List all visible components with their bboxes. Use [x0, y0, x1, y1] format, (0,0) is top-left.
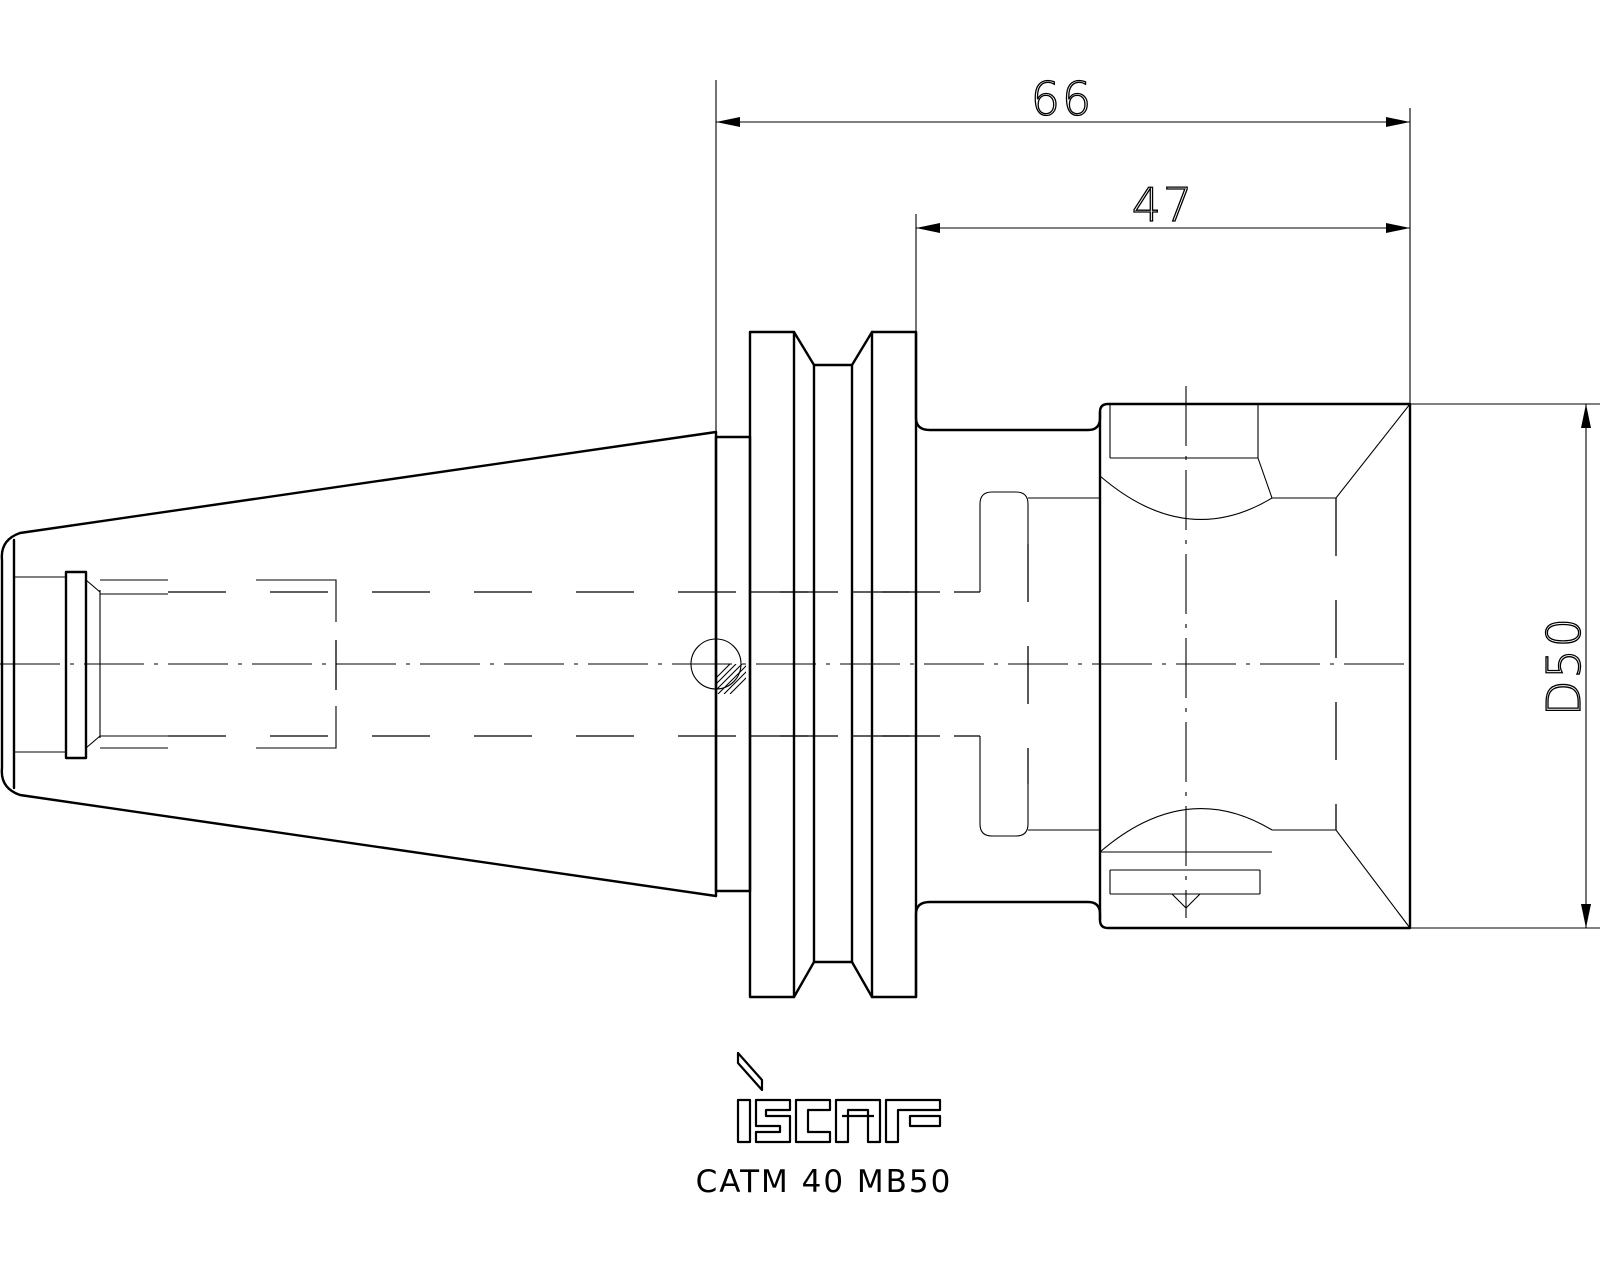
dimension-66-label: 66	[1031, 72, 1094, 126]
dimension-47-label: 47	[1132, 178, 1195, 232]
dimension-66: 66	[715, 71, 1411, 432]
iscar-logo	[736, 1051, 942, 1144]
dimension-d50-label: D50	[1537, 616, 1591, 716]
dimension-47: 47	[915, 177, 1410, 332]
dimension-d50: D50	[1410, 403, 1600, 929]
mb-head	[914, 330, 1412, 999]
part-number: CATM 40 MB50	[696, 1164, 953, 1200]
